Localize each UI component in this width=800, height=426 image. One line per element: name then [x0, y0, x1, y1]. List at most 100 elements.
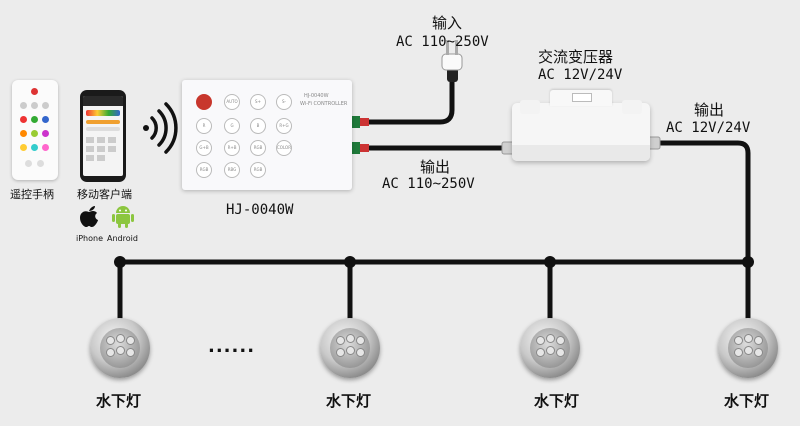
transformer-title: 交流变压器 — [538, 48, 614, 66]
light-lens — [100, 328, 140, 368]
underwater-light — [718, 318, 778, 378]
remote-key — [42, 116, 49, 123]
remote-key — [31, 130, 38, 137]
remote-key — [20, 116, 27, 123]
led — [346, 346, 355, 355]
led — [336, 348, 345, 357]
controller-button: R — [196, 118, 212, 134]
controller-header-model: HJ-0040W — [304, 93, 329, 99]
remote-key — [20, 144, 27, 151]
led — [556, 336, 565, 345]
transformer-base — [512, 145, 650, 161]
led — [546, 346, 555, 355]
junction-dot — [114, 256, 126, 268]
led — [356, 348, 365, 357]
led — [116, 334, 125, 343]
android-icon — [112, 206, 134, 228]
led — [754, 348, 763, 357]
light-label: 水下灯 — [534, 392, 580, 410]
transformer-voltage: AC 12V/24V — [538, 67, 623, 83]
wifi-icon — [143, 102, 178, 154]
output-right-voltage: AC 12V/24V — [666, 120, 751, 136]
mount-tab — [622, 100, 642, 114]
junction-dot — [742, 256, 754, 268]
underwater-light — [90, 318, 150, 378]
light-label: 水下灯 — [96, 392, 142, 410]
output-mid-voltage: AC 110~250V — [382, 176, 475, 192]
output-mid-title: 输出 — [420, 158, 451, 176]
controller-button: R+G — [276, 118, 292, 134]
light-label: 水下灯 — [326, 392, 372, 410]
controller-button: R+B — [224, 140, 240, 156]
led — [346, 334, 355, 343]
input-voltage: AC 110~250V — [396, 34, 489, 50]
light-lens — [728, 328, 768, 368]
led — [106, 348, 115, 357]
led — [734, 336, 743, 345]
led — [546, 334, 555, 343]
remote-control — [12, 80, 58, 180]
led — [106, 336, 115, 345]
ellipsis: ...... — [208, 336, 256, 357]
transformer-top — [550, 90, 612, 106]
light-lens — [330, 328, 370, 368]
remote-key — [42, 130, 49, 137]
mount-tab — [520, 100, 540, 114]
led — [126, 336, 135, 345]
remote-key — [31, 116, 38, 123]
led — [744, 334, 753, 343]
led — [734, 348, 743, 357]
transformer — [512, 90, 650, 161]
controller-button: AUTO — [224, 94, 240, 110]
output-right-title: 输出 — [694, 101, 725, 119]
controller-button: S+ — [250, 94, 266, 110]
mobile-phone — [80, 90, 126, 182]
iphone-label: iPhone — [76, 234, 104, 243]
led — [336, 336, 345, 345]
underwater-light — [320, 318, 380, 378]
controller-button: COLOR — [276, 140, 292, 156]
wifi-controller: AUTO S+ S- HJ-0040W Wi-Fi CONTROLLER R G… — [182, 80, 352, 190]
led — [754, 336, 763, 345]
controller-button: G+B — [196, 140, 212, 156]
remote-label: 遥控手柄 — [10, 188, 54, 201]
remote-power-key — [31, 88, 38, 95]
led — [536, 336, 545, 345]
controller-button: S- — [276, 94, 292, 110]
controller-button: RGB — [196, 162, 212, 178]
input-title: 输入 — [432, 14, 463, 32]
mobile-label: 移动客户端 — [77, 188, 132, 201]
controller-button: RGB — [250, 162, 266, 178]
led — [536, 348, 545, 357]
remote-key — [42, 102, 49, 109]
led — [556, 348, 565, 357]
remote-key — [25, 160, 32, 167]
remote-key — [37, 160, 44, 167]
light-label: 水下灯 — [724, 392, 770, 410]
apple-icon — [80, 206, 98, 227]
controller-button: G — [224, 118, 240, 134]
phone-screen — [83, 96, 123, 176]
power-plug-icon — [441, 40, 463, 82]
junction-dot — [544, 256, 556, 268]
output-wire — [647, 140, 751, 265]
remote-key — [20, 130, 27, 137]
controller-button: RGB — [250, 140, 266, 156]
remote-key — [42, 144, 49, 151]
android-label: Android — [107, 234, 138, 243]
controller-button: B — [250, 118, 266, 134]
led — [116, 346, 125, 355]
input-wire — [366, 77, 455, 125]
light-lens — [530, 328, 570, 368]
led — [356, 336, 365, 345]
controller-model-label: HJ-0040W — [226, 202, 294, 218]
controller-power-button — [196, 94, 212, 110]
underwater-light — [520, 318, 580, 378]
remote-key — [31, 102, 38, 109]
remote-key — [20, 102, 27, 109]
junction-dot — [344, 256, 356, 268]
controller-button: RBG — [224, 162, 240, 178]
led — [744, 346, 753, 355]
remote-key — [31, 144, 38, 151]
